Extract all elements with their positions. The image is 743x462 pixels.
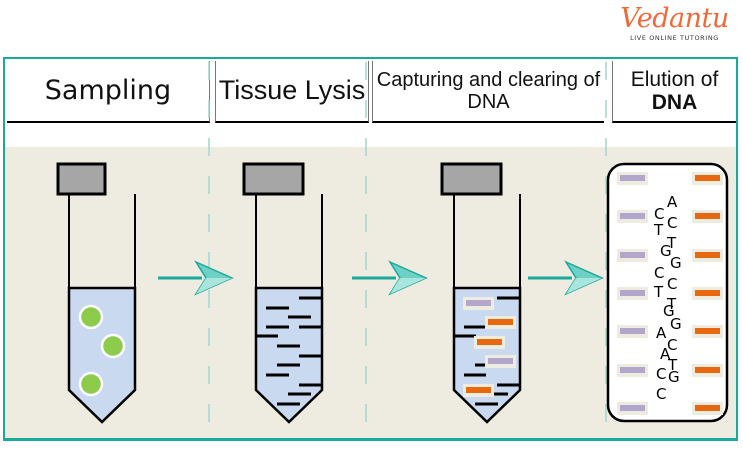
bead-purple	[620, 405, 645, 411]
dna-fragments	[257, 296, 321, 406]
dna-base-left: A	[660, 345, 671, 363]
dna-base-right: G	[670, 315, 682, 333]
tube-sampling	[56, 162, 137, 424]
dna-base-left: G	[663, 302, 675, 320]
dna-base-left: C	[654, 205, 664, 223]
tube-cap	[242, 162, 305, 196]
vedantu-logo: Vedantu LIVE ONLINE TUTORING	[612, 4, 737, 43]
bead-orange	[488, 319, 513, 325]
dna-base-right: C	[667, 275, 677, 293]
dna-base-left: C	[656, 365, 666, 383]
step-title: Sampling	[44, 75, 172, 107]
step-separators	[208, 62, 607, 438]
dna-base-right: G	[670, 254, 682, 272]
bead-purple	[620, 213, 645, 219]
arrow-icon	[352, 261, 427, 295]
tube-capture	[440, 162, 522, 424]
cell-dot	[100, 333, 126, 359]
bead-purple	[620, 252, 645, 258]
dna-base-right: T	[666, 234, 677, 252]
bead-purple	[620, 367, 645, 373]
dna-fragments	[455, 296, 519, 406]
dna-base-right: T	[667, 356, 678, 374]
dna-base-left: G	[660, 242, 672, 260]
bead-orange	[695, 213, 720, 219]
step-title-line1: Capturing and clearing of	[376, 69, 601, 91]
dna-base-left: A	[656, 324, 667, 342]
dna-base-right: G	[668, 368, 680, 386]
bead-orange	[695, 290, 720, 296]
dna-base-right: C	[667, 214, 677, 232]
magnetic-beads	[617, 172, 723, 415]
cell-dot	[78, 371, 104, 397]
bead-orange	[466, 387, 491, 393]
bead-purple	[620, 328, 645, 334]
logo-wordmark: Vedantu	[620, 3, 729, 34]
step-header-elution: Elution of DNA	[612, 61, 736, 123]
bead-purple	[466, 300, 491, 306]
step-header-tissue-lysis: Tissue Lysis	[215, 61, 369, 123]
bead-orange	[695, 405, 720, 411]
bead-purple	[488, 358, 513, 364]
dna-base-right: C	[667, 336, 677, 354]
cell-dot	[78, 304, 104, 330]
arrow-icon	[528, 261, 603, 295]
bead-purple	[620, 290, 645, 296]
dna-base-left: T	[653, 283, 664, 301]
magnetic-beads	[463, 297, 516, 397]
logo-tagline: LIVE ONLINE TUTORING	[630, 34, 719, 42]
tube-cap	[440, 162, 503, 196]
bead-orange	[477, 339, 502, 345]
step-title: Tissue Lysis	[218, 75, 366, 106]
bead-orange	[695, 175, 720, 181]
dna-base-left: C	[654, 264, 664, 282]
step-title-line2: DNA	[651, 91, 698, 114]
tube-liquid	[254, 286, 324, 424]
tube-lysis	[242, 162, 324, 424]
step-title-line1: Elution of	[630, 67, 719, 91]
bead-orange	[695, 328, 720, 334]
dna-base-left: C	[656, 385, 666, 403]
tube-cap	[56, 162, 107, 196]
bead-purple	[620, 175, 645, 181]
dna-base-left: T	[653, 221, 664, 239]
step-title-line2: DNA	[467, 91, 510, 113]
dna-base-right: T	[666, 295, 677, 313]
step-header-sampling: Sampling	[7, 61, 210, 123]
arrow-icon	[158, 261, 233, 295]
tube-liquid	[67, 286, 137, 424]
step-header-capturing: Capturing and clearing of DNA	[372, 61, 604, 123]
dna-base-right: A	[667, 193, 678, 211]
bead-orange	[695, 367, 720, 373]
bead-orange	[695, 252, 720, 258]
